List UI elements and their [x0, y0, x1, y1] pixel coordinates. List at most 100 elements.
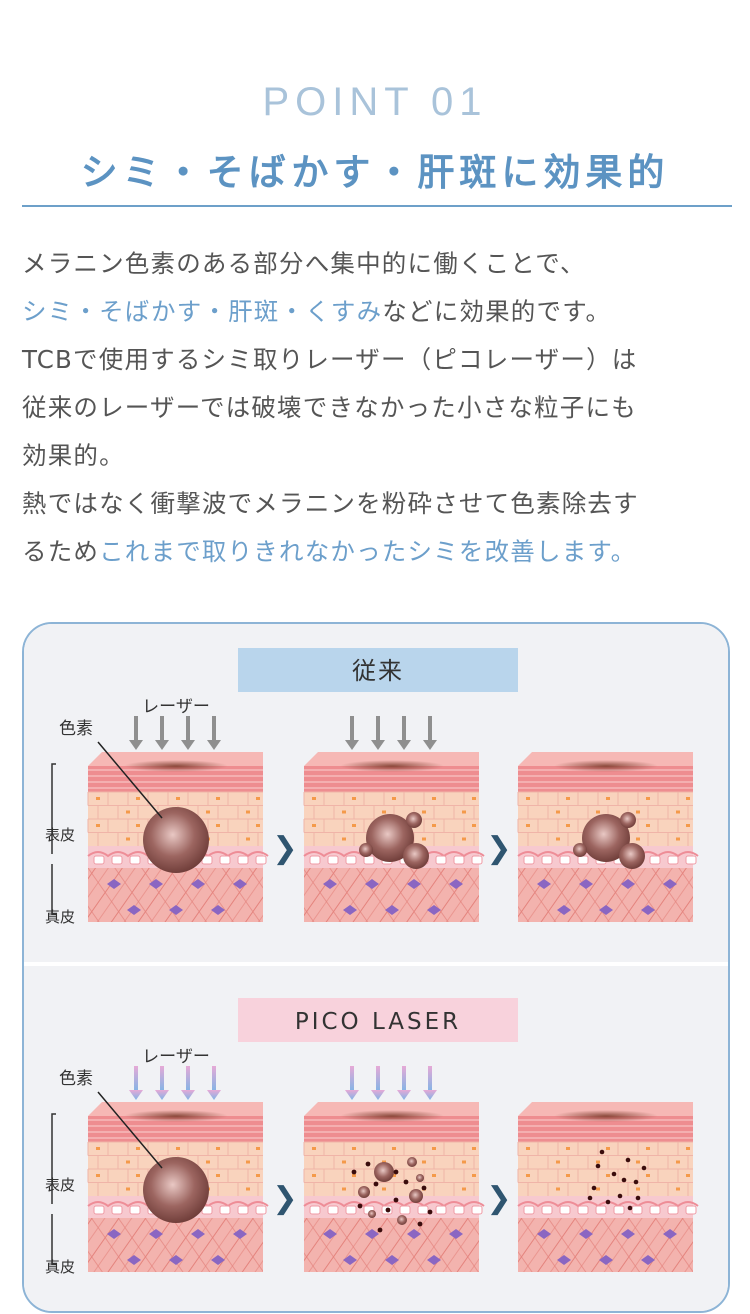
laser-shaft — [642, 652, 646, 678]
basal-cell — [541, 1205, 553, 1215]
section-title: シミ・そばかす・肝斑に効果的 — [80, 151, 670, 194]
laser-arrows — [129, 716, 221, 750]
laser-shaft — [564, 652, 568, 678]
basal-cell — [577, 1205, 589, 1215]
pigment-fragment — [573, 843, 587, 857]
basal-cell — [649, 855, 661, 865]
dermis-bracket — [51, 1214, 56, 1265]
laser-shaft — [350, 1066, 354, 1092]
laser-shaft — [160, 716, 164, 742]
basal-cell — [129, 1205, 141, 1215]
skin-block — [87, 752, 269, 922]
cell-nucleus — [646, 1174, 650, 1177]
fibroblast — [579, 879, 593, 889]
laser-label: レーザー — [142, 1047, 210, 1067]
fibroblast — [663, 879, 677, 889]
skin-block — [303, 1102, 485, 1272]
text-segment: などに効果的です。 — [382, 297, 612, 326]
cell-nucleus — [566, 824, 570, 827]
pigment-particle — [417, 1221, 423, 1227]
basal-cell — [219, 1205, 231, 1215]
cell-nucleus — [256, 797, 260, 800]
fibroblast — [449, 1229, 463, 1239]
laser-head — [423, 740, 437, 750]
basal-wave — [303, 1201, 485, 1208]
description-paragraph: メラニン色素のある部分へ集中的に働くことで、 シミ・そばかす・肝斑・くすみなどに… — [22, 240, 737, 576]
basal-cell — [237, 855, 249, 865]
cell-nucleus — [686, 1174, 690, 1177]
cell-nucleus — [206, 1160, 210, 1164]
pigment — [143, 807, 209, 873]
laser-heat — [124, 760, 228, 772]
cell-nucleus — [566, 1147, 570, 1150]
skin-surface — [304, 752, 479, 766]
laser-arrows — [345, 716, 437, 750]
layer-brackets — [51, 1113, 56, 1265]
cell-nucleus — [126, 810, 130, 814]
laser-head — [181, 740, 195, 750]
laser-head — [371, 740, 385, 750]
basal-cell — [327, 1205, 339, 1215]
pigment-fragment — [416, 1174, 424, 1182]
laser-head — [181, 1090, 195, 1100]
cell-nucleus — [472, 824, 476, 827]
pigment-fragment — [397, 1215, 407, 1225]
cell-nucleus — [382, 810, 386, 814]
cell-nucleus — [636, 1187, 640, 1191]
laser-shaft — [160, 1066, 164, 1092]
pigment-fragment — [409, 1189, 423, 1203]
cell-nucleus — [556, 810, 560, 814]
fibroblast — [127, 905, 141, 915]
basal-cell — [435, 855, 447, 865]
fibroblast — [407, 879, 421, 889]
laser-head — [423, 1090, 437, 1100]
pigment-particle — [599, 1149, 605, 1155]
pigment-fragment — [359, 843, 373, 857]
text-line: るためこれまで取りきれなかったシミを改善します。 — [22, 528, 737, 576]
cell-nucleus — [526, 1147, 530, 1150]
pigment-fragment — [358, 1186, 370, 1198]
pigment-particle — [625, 1157, 631, 1163]
cell-nucleus — [566, 1174, 570, 1177]
cell-nucleus — [636, 810, 640, 814]
fibroblast — [149, 879, 163, 889]
laser-head — [397, 1090, 411, 1100]
skin-surface — [88, 752, 263, 766]
fibroblast — [211, 1255, 225, 1265]
cell-nucleus — [216, 1147, 220, 1150]
cell-nucleus — [462, 810, 466, 814]
basal-cell — [471, 855, 483, 865]
laser-shaft — [402, 1066, 406, 1092]
cell-nucleus — [136, 1174, 140, 1177]
fibroblast — [107, 1229, 121, 1239]
fibroblast — [127, 1255, 141, 1265]
basal-cell — [309, 855, 321, 865]
pigment-particle — [373, 1181, 379, 1187]
laser-shaft — [134, 716, 138, 742]
skin-surface — [88, 1102, 263, 1116]
next-step-arrow: ❯ — [272, 831, 297, 866]
pigment-particle — [591, 1185, 597, 1191]
next-step-arrow: ❯ — [486, 831, 511, 866]
cell-nucleus — [392, 797, 396, 800]
text-line: 効果的。 — [22, 441, 125, 470]
cell-nucleus — [256, 1147, 260, 1150]
cell-nucleus — [646, 797, 650, 800]
fibroblast — [427, 905, 441, 915]
highlight-text: これまで取りきれなかったシミを改善します。 — [99, 537, 637, 566]
epidermis-bracket — [51, 763, 56, 854]
basal-cell — [93, 855, 105, 865]
cell-nucleus — [636, 1160, 640, 1164]
basal-cell — [523, 855, 535, 865]
cell-nucleus — [526, 824, 530, 827]
fibroblast — [599, 1255, 613, 1265]
basal-cell — [363, 855, 375, 865]
pigment-particle — [621, 1177, 627, 1183]
laser-shaft — [428, 1066, 432, 1092]
cell-nucleus — [556, 837, 560, 841]
laser-shaft — [376, 716, 380, 742]
conv-title: 従来 — [352, 657, 404, 685]
skin-surface — [518, 752, 693, 766]
